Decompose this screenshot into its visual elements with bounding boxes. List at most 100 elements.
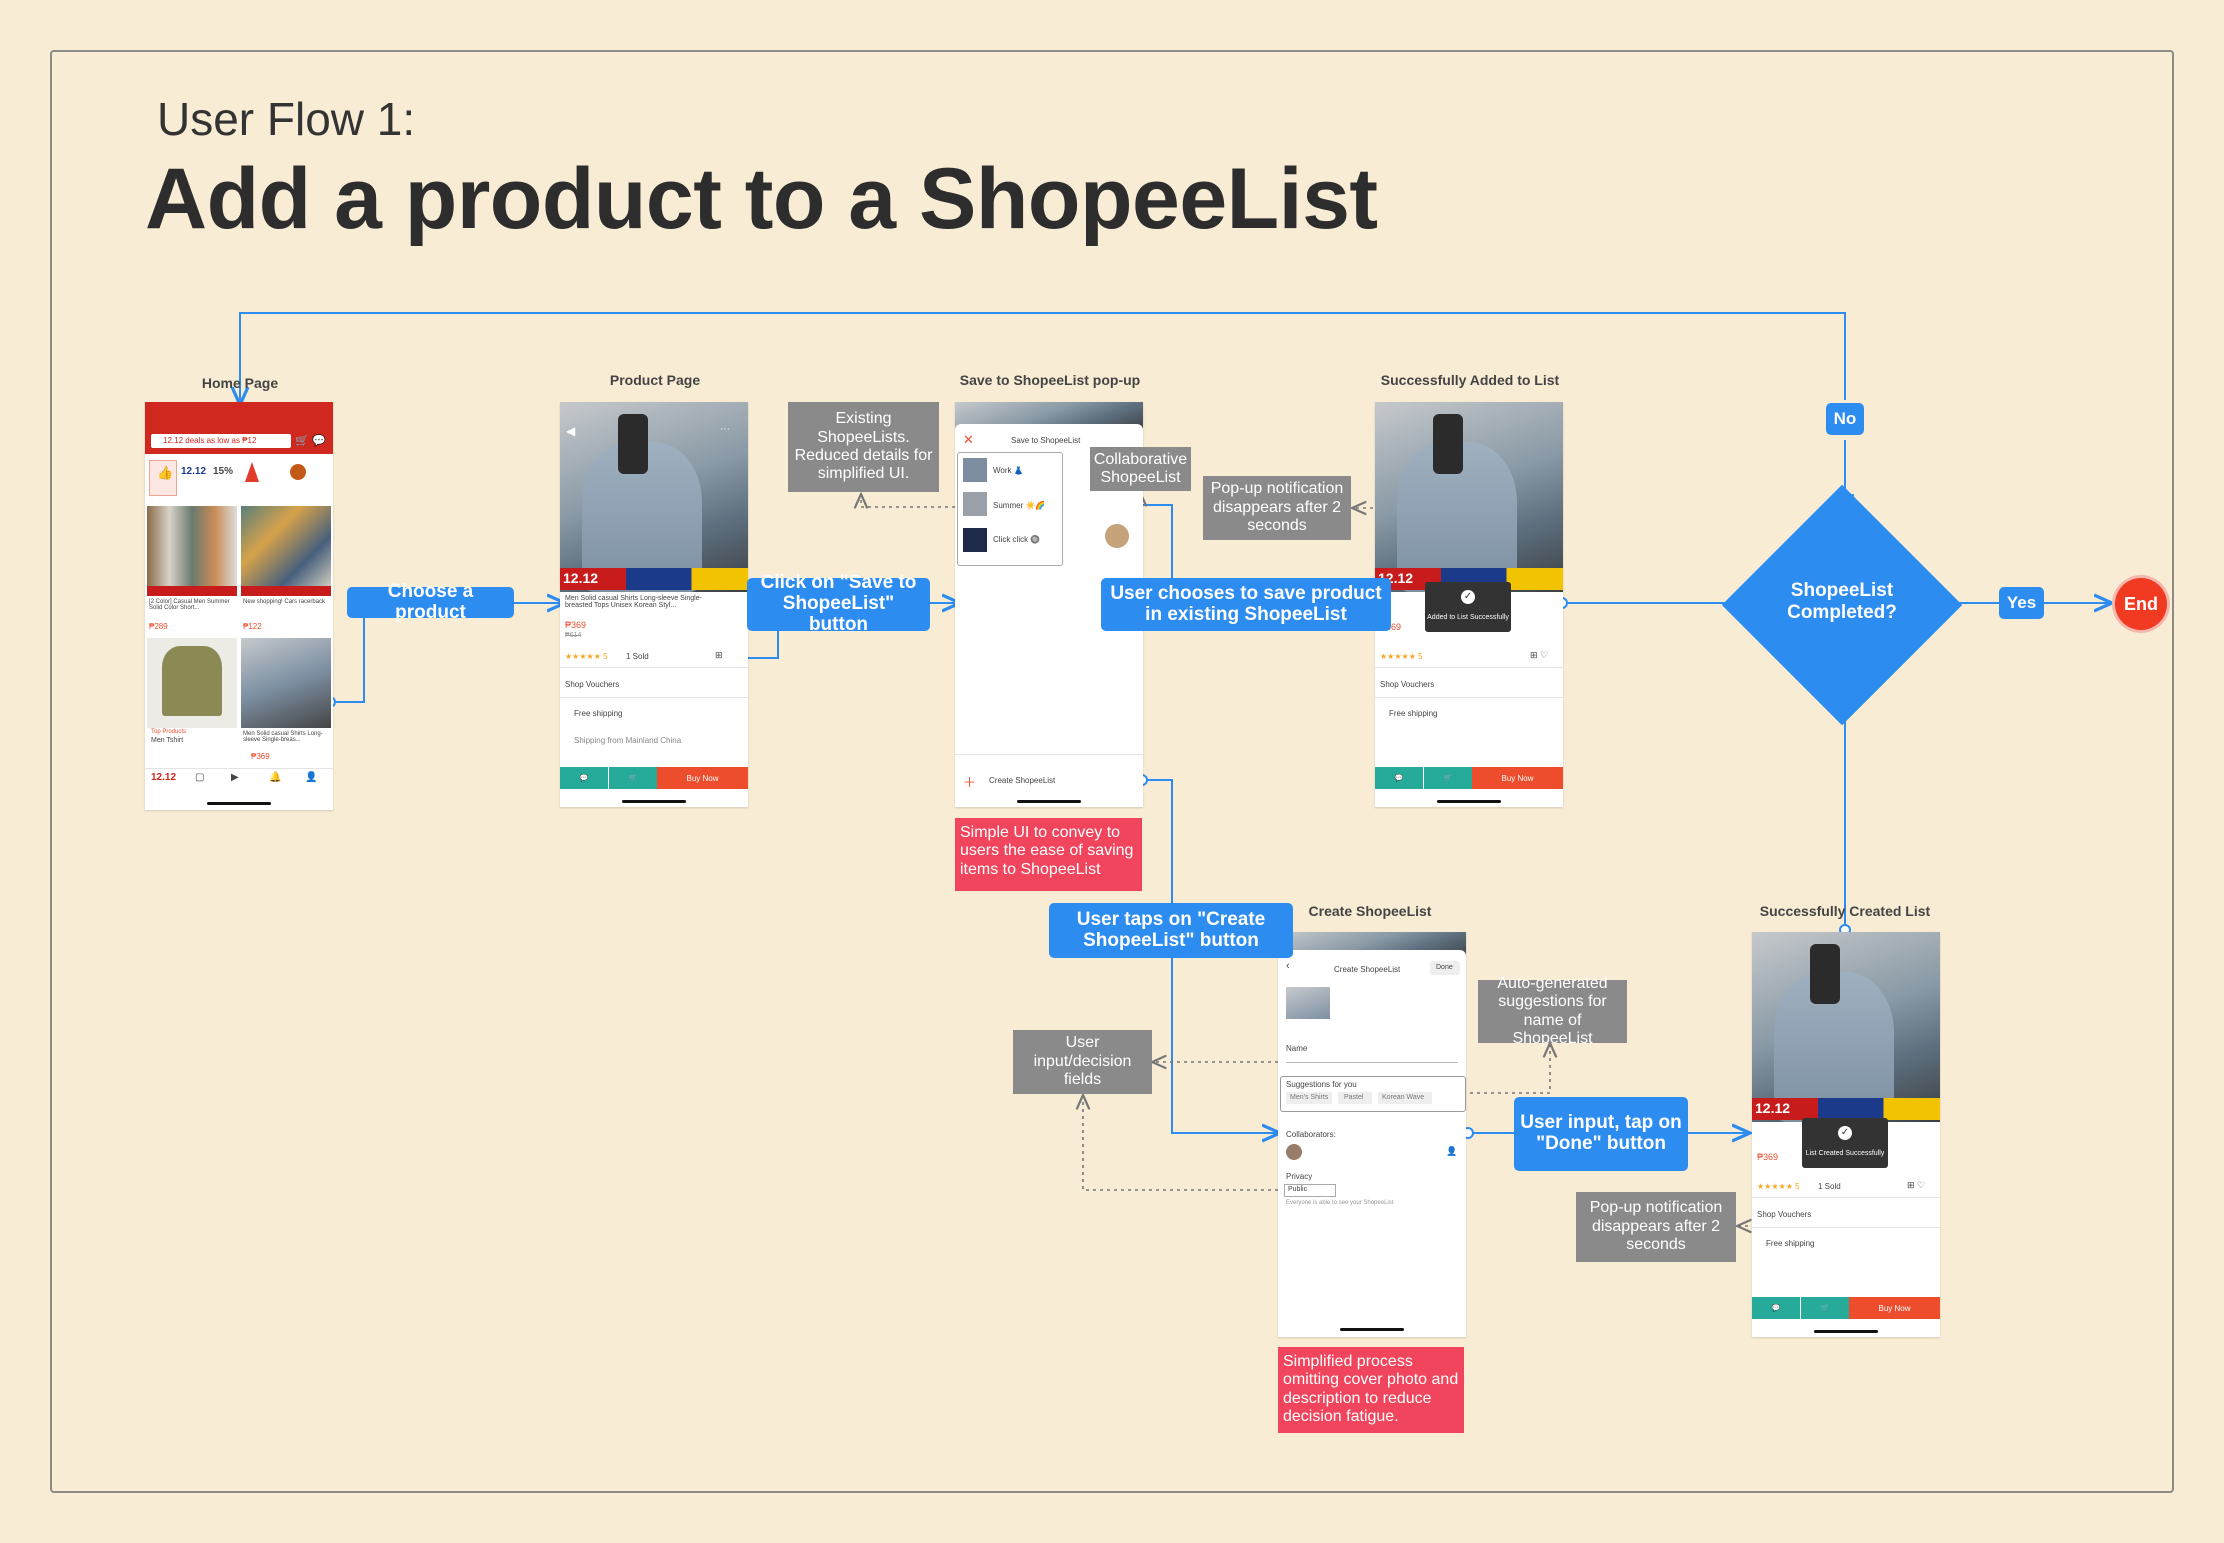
- privacy-select[interactable]: Public: [1284, 1184, 1336, 1197]
- product-thumb-3[interactable]: [147, 638, 237, 728]
- step-choose-existing: User chooses to save product in existing…: [1101, 578, 1391, 631]
- phone-in-photo: [618, 414, 648, 474]
- product-old-price: ₱614: [565, 632, 582, 639]
- nav-me-icon[interactable]: 👤: [305, 772, 318, 783]
- collaborator-avatar: [1105, 524, 1129, 548]
- note-simple-ui: Simple UI to convey to users the ease of…: [955, 818, 1142, 891]
- free-shipping: Free shipping: [574, 709, 623, 718]
- popup-header: Save to ShopeeList: [1011, 436, 1081, 445]
- added-toast: ✓ Added to List Successfully: [1425, 582, 1511, 632]
- nav-home[interactable]: 12.12: [151, 772, 177, 783]
- dress-icon[interactable]: [245, 462, 259, 482]
- label-product-page: Product Page: [609, 372, 701, 388]
- label-added: Successfully Added to List: [1380, 372, 1560, 388]
- more-icon[interactable]: ⋯: [720, 424, 730, 435]
- list-work[interactable]: Work 👗: [993, 466, 1024, 475]
- create-screen: ‹ Create ShopeeList Done Name Suggestion…: [1278, 932, 1466, 1337]
- add-to-cart-button[interactable]: 🛒: [1423, 767, 1472, 789]
- close-icon[interactable]: ✕: [963, 432, 974, 447]
- add-icon[interactable]: ＋: [963, 775, 977, 790]
- label-save-popup: Save to ShopeeList pop-up: [959, 372, 1141, 388]
- check-icon: ✓: [1461, 590, 1475, 604]
- ball-icon[interactable]: [290, 464, 306, 480]
- promo-banner: 12.12: [560, 568, 748, 590]
- product-thumb-2[interactable]: [241, 506, 331, 596]
- chat-icon[interactable]: 💬: [312, 435, 326, 447]
- added-screen: 12.12 ✓ Added to List Successfully ₱369 …: [1375, 402, 1563, 807]
- buy-now-button[interactable]: Buy Now: [657, 767, 748, 789]
- nav-feed-icon[interactable]: ▢: [195, 772, 205, 783]
- end-node: End: [2115, 578, 2167, 630]
- chat-now-button[interactable]: 💬: [1375, 767, 1423, 789]
- product-thumb-1[interactable]: [147, 506, 237, 596]
- list-summer[interactable]: Summer ☀️🌈: [993, 501, 1046, 510]
- create-shopeelist-button[interactable]: Create ShopeeList: [989, 776, 1056, 785]
- suggestion-chip-3[interactable]: Korean Wave: [1378, 1092, 1432, 1104]
- collaborator-avatar[interactable]: [1286, 1144, 1302, 1160]
- note-simplified-process: Simplified process omitting cover photo …: [1278, 1347, 1464, 1433]
- add-to-cart-button[interactable]: 🛒: [1800, 1297, 1849, 1319]
- buy-now-button[interactable]: Buy Now: [1472, 767, 1563, 789]
- suggestion-chip-2[interactable]: Pastel: [1338, 1092, 1372, 1104]
- home-page-screen: 12.12 deals as low as ₱12 🛒 💬 👍 12.12 15…: [145, 402, 333, 810]
- created-screen: 12.12 ✓ List Created Successfully ₱369 ★…: [1752, 932, 1940, 1337]
- category-all[interactable]: 👍: [149, 460, 177, 496]
- product-thumb-4[interactable]: [241, 638, 331, 728]
- loop-line: [240, 312, 1846, 405]
- name-field[interactable]: [1286, 1062, 1458, 1063]
- chat-now-button[interactable]: 💬: [560, 767, 608, 789]
- list-thumb-summer: [963, 492, 987, 516]
- product-name-2: New shopping! Cars racerback: [243, 599, 326, 605]
- note-popup-disappears-2: Pop-up notification disappears after 2 s…: [1576, 1192, 1736, 1262]
- product-price: ₱369: [565, 620, 587, 630]
- product-price-2: ₱122: [243, 622, 262, 631]
- nav-live-icon[interactable]: ▶: [231, 772, 239, 783]
- back-icon[interactable]: ‹: [1286, 960, 1290, 972]
- decision-no: No: [1826, 403, 1864, 435]
- category-1212[interactable]: 12.12: [181, 466, 207, 477]
- product-page-screen: ◀ ⋯ 12.12 Men Solid casual Shirts Long-s…: [560, 402, 748, 807]
- cover-thumb: [1286, 987, 1330, 1019]
- rating-stars: ★★★★★ 5: [565, 652, 608, 661]
- category-cashback[interactable]: 15%: [213, 466, 234, 477]
- created-toast: ✓ List Created Successfully: [1802, 1118, 1888, 1168]
- product-name-4: Men Solid casual Shirts Long-sleeve Sing…: [243, 731, 323, 743]
- saved-icon[interactable]: ⊞ ♡: [1907, 1180, 1926, 1190]
- check-icon: ✓: [1838, 1126, 1852, 1140]
- product-name-1: [2 Color] Casual Men Summer Solid Color …: [149, 599, 230, 611]
- nav-bell-icon[interactable]: 🔔: [269, 772, 282, 783]
- buy-now-button[interactable]: Buy Now: [1849, 1297, 1940, 1319]
- step-input-done: User input, tap on "Done" button: [1514, 1097, 1688, 1171]
- save-shopeelist-icon[interactable]: ⊞: [715, 650, 723, 660]
- search-input[interactable]: 12.12 deals as low as ₱12: [151, 434, 291, 448]
- add-collaborator-icon[interactable]: 👤: [1446, 1146, 1458, 1156]
- suggestions-box: [1280, 1076, 1466, 1112]
- product-price-1: ₱289: [149, 622, 168, 631]
- cart-icon[interactable]: 🛒: [295, 435, 309, 447]
- page-title: Add a product to a ShopeeList: [145, 151, 1378, 247]
- list-thumb-click: [963, 528, 987, 552]
- back-icon[interactable]: ◀: [566, 424, 576, 438]
- shop-vouchers[interactable]: Shop Vouchers: [565, 680, 620, 689]
- product-price-4: ₱369: [251, 752, 270, 761]
- label-created: Successfully Created List: [1759, 903, 1931, 919]
- note-auto-generated: Auto-generated suggestions for name of S…: [1478, 975, 1627, 1047]
- list-thumb-work: [963, 458, 987, 482]
- create-header: Create ShopeeList: [1334, 965, 1401, 974]
- label-create: Create ShopeeList: [1308, 903, 1432, 919]
- add-to-cart-button[interactable]: 🛒: [608, 767, 657, 789]
- done-button[interactable]: Done: [1430, 961, 1460, 975]
- suggestion-chip-1[interactable]: Men's Shirts: [1286, 1092, 1332, 1104]
- sold-count: 1 Sold: [626, 652, 649, 661]
- product-name-3: Men Tshirt: [151, 737, 184, 744]
- label-home-page: Home Page: [201, 375, 279, 391]
- chat-now-button[interactable]: 💬: [1752, 1297, 1800, 1319]
- note-collaborative: Collaborative ShopeeList: [1090, 447, 1191, 491]
- saved-icon[interactable]: ⊞ ♡: [1530, 650, 1549, 660]
- decision-yes: Yes: [1999, 587, 2044, 619]
- list-click[interactable]: Click click 🔘: [993, 535, 1041, 544]
- decision-text: ShopeeList Completed?: [1787, 580, 1897, 623]
- note-user-input: User input/decision fields: [1013, 1030, 1152, 1094]
- diagram-frame: [50, 50, 2174, 1493]
- step-click-save: Click on "Save to ShopeeList" button: [747, 572, 930, 635]
